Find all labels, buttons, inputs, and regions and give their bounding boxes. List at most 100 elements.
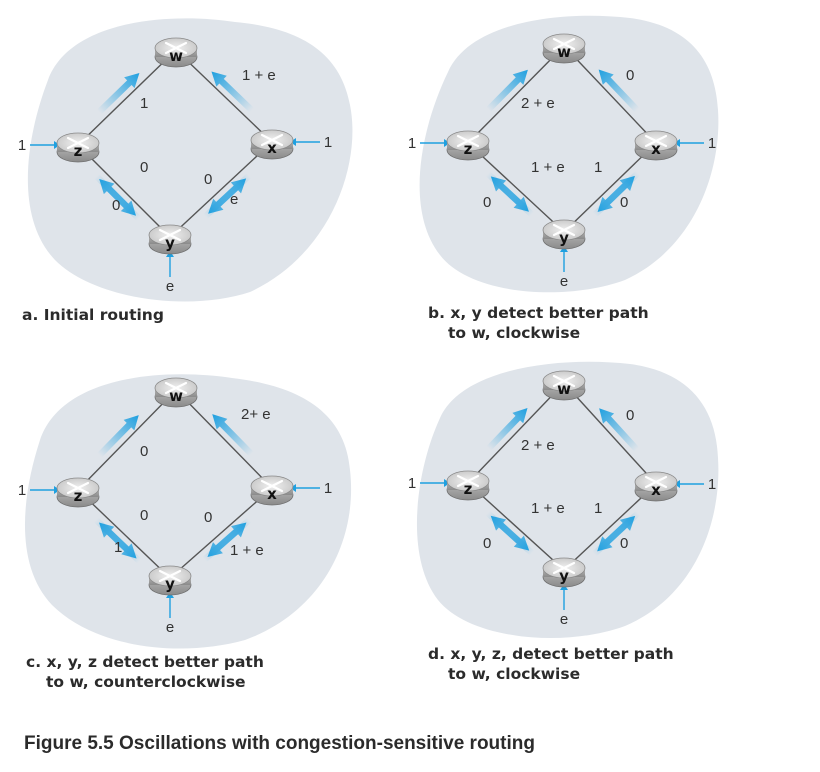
caption-line: to w, clockwise (448, 324, 581, 342)
edge-cost-zy_in: 0 (140, 507, 148, 524)
edge-cost-xw: 1 + e (242, 67, 276, 84)
edge-cost-zy_in: 1 + e (531, 159, 565, 176)
router-label: y (559, 229, 569, 247)
edge-cost-zw: 2 + e (521, 95, 555, 112)
panel-c: 1 1 e 0 2+ e 0 1 0 1 + e w z x y (18, 374, 352, 649)
external-load-x: 1 (324, 480, 332, 497)
edge-cost-xy_in: 1 (594, 500, 602, 517)
edge-cost-xy_out: 1 + e (230, 542, 264, 559)
caption-line: c. x, y, z detect better path (26, 653, 264, 671)
router-label: x (267, 485, 277, 503)
router-x: x (250, 129, 294, 160)
link-zy (467, 142, 565, 233)
network-cloud (24, 374, 352, 649)
external-load-y: e (560, 611, 568, 628)
external-load-z: 1 (18, 137, 26, 154)
router-label: z (74, 142, 83, 160)
external-load-y: e (560, 273, 568, 290)
router-w: w (542, 370, 586, 401)
link-xw (175, 389, 273, 489)
router-y: y (148, 224, 192, 255)
edge-cost-zy_out: 0 (483, 535, 491, 552)
panel-b: 1 1 e 2 + e 0 1 + e 0 1 0 w z x y (408, 15, 719, 293)
link-zy (77, 489, 171, 579)
router-label: z (74, 487, 83, 505)
link-zy (77, 144, 171, 238)
router-y: y (542, 219, 586, 250)
edge-cost-xw: 0 (626, 67, 634, 84)
network-cloud (27, 18, 353, 302)
router-label: z (464, 480, 473, 498)
external-load-z: 1 (408, 135, 416, 152)
router-w: w (154, 377, 198, 408)
link-zy (467, 482, 565, 571)
router-label: z (464, 140, 473, 158)
router-label: w (557, 43, 571, 61)
figure-title: Figure 5.5 Oscillations with congestion-… (24, 733, 535, 754)
router-label: w (169, 387, 183, 405)
caption-line: d. x, y, z, detect better path (428, 645, 674, 663)
router-y: y (148, 565, 192, 596)
link-zw (467, 45, 565, 144)
router-y: y (542, 557, 586, 588)
edge-cost-xy_in: 1 (594, 159, 602, 176)
caption-panel-c: c. x, y, z detect better path to w, coun… (26, 652, 264, 692)
link-zw (77, 389, 177, 491)
link-xw (563, 382, 657, 485)
edge-cost-zw: 1 (140, 95, 148, 112)
edge-cost-zy_in: 0 (140, 159, 148, 176)
caption-line: b. x, y detect better path (428, 304, 649, 322)
caption-panel-d: d. x, y, z, detect better path to w, clo… (428, 644, 674, 684)
link-xw (175, 49, 273, 143)
link-xy (563, 142, 657, 233)
router-z: z (56, 477, 100, 508)
link-xy (169, 141, 273, 238)
router-z: z (446, 130, 490, 161)
router-label: y (165, 575, 175, 593)
external-load-x: 1 (708, 135, 716, 152)
external-load-z: 1 (18, 482, 26, 499)
link-xy (169, 487, 273, 579)
edge-cost-zy_out: 0 (483, 194, 491, 211)
router-x: x (634, 471, 678, 502)
edge-cost-xw: 0 (626, 407, 634, 424)
edge-cost-xw: 2+ e (241, 406, 271, 423)
panel-a: 1 1 e 1 1 + e 0 0 0 e w z x y (18, 18, 353, 302)
edge-cost-zy_out: 0 (112, 197, 120, 214)
link-zw (467, 382, 565, 484)
edge-cost-xy_out: 0 (620, 535, 628, 552)
router-w: w (542, 33, 586, 64)
link-xy (563, 483, 657, 571)
router-x: x (634, 130, 678, 161)
edge-cost-zw: 2 + e (521, 437, 555, 454)
router-label: y (165, 234, 175, 252)
router-w: w (154, 37, 198, 68)
external-load-y: e (166, 619, 174, 636)
caption-panel-a: a. Initial routing (22, 305, 164, 325)
router-z: z (446, 470, 490, 501)
router-label: w (169, 47, 183, 65)
external-load-y: e (166, 278, 174, 295)
edge-cost-xy_out: 0 (620, 194, 628, 211)
router-label: x (651, 140, 661, 158)
network-cloud (416, 361, 719, 639)
router-label: w (557, 380, 571, 398)
caption-line: to w, counterclockwise (46, 673, 246, 691)
external-load-x: 1 (708, 476, 716, 493)
router-x: x (250, 475, 294, 506)
router-label: x (651, 481, 661, 499)
router-z: z (56, 132, 100, 163)
edge-cost-zy_out: 1 (114, 539, 122, 556)
link-zw (77, 49, 177, 146)
caption-line: a. Initial routing (22, 306, 164, 324)
external-load-x: 1 (324, 134, 332, 151)
edge-cost-xy_in: 0 (204, 509, 212, 526)
edge-cost-xy_out: e (230, 191, 238, 208)
router-label: x (267, 139, 277, 157)
edge-cost-xy_in: 0 (204, 171, 212, 188)
external-load-z: 1 (408, 475, 416, 492)
caption-line: to w, clockwise (448, 665, 581, 683)
edge-cost-zw: 0 (140, 443, 148, 460)
